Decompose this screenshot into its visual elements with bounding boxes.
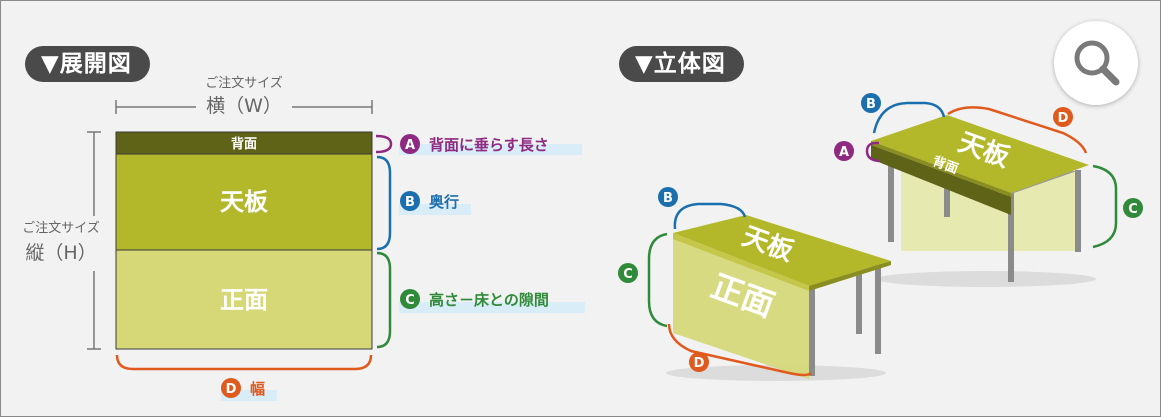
legend-d-letter: D <box>226 382 237 397</box>
bracket-a <box>375 134 393 154</box>
legend-d-badge <box>221 378 241 398</box>
iso-marker-d-front <box>689 352 709 372</box>
bracket-c <box>376 251 392 349</box>
magnifier-icon <box>1074 40 1120 86</box>
legend-a-text: 背面に垂らす長さ <box>429 136 549 154</box>
iso-bracket-d-front <box>667 323 812 377</box>
legend-c-letter: C <box>405 293 415 308</box>
legend-d-highlight <box>221 390 277 401</box>
legend-d-text: 幅 <box>250 380 265 398</box>
iso-marker-c-front <box>618 263 638 283</box>
back-view-table: 背面 天板 <box>871 115 1096 287</box>
heading-development-view: ▼展開図 <box>25 46 150 82</box>
height-label: 縦（H） <box>25 242 96 264</box>
width-dimension-line <box>115 100 373 114</box>
legend-a-badge <box>400 134 420 154</box>
iso-marker-a-letter: A <box>839 145 849 160</box>
iso-marker-a <box>834 141 854 161</box>
front-panel-label: 正面 <box>220 286 268 314</box>
iso-bracket-c-front <box>647 232 668 328</box>
iso-marker-b-back-letter: B <box>866 97 876 112</box>
iso-marker-c-back <box>1123 198 1143 218</box>
iso-marker-b-front-letter: B <box>663 191 673 206</box>
legend-a-letter: A <box>405 138 415 153</box>
back-panel-label: 背面 <box>231 136 257 152</box>
width-order-note: ご注文サイズ <box>205 75 283 91</box>
heading-isometric-view: ▼立体図 <box>619 46 744 82</box>
zoom-button[interactable] <box>1054 21 1138 105</box>
legend-c-highlight <box>399 302 585 313</box>
bracket-d <box>115 354 373 371</box>
width-label: 横（W） <box>206 95 282 117</box>
iso-bracket-b-front <box>673 202 747 230</box>
iso-marker-c-front-letter: C <box>623 267 633 282</box>
iso-marker-d-front-letter: D <box>694 356 705 371</box>
legend-b-letter: B <box>405 195 415 210</box>
legend-c-text: 高さ－床との隙間 <box>429 291 549 309</box>
iso-marker-d-back-letter: D <box>1058 111 1069 126</box>
bracket-b <box>376 155 392 251</box>
iso-marker-d-back <box>1053 107 1073 127</box>
top-panel-label: 天板 <box>220 188 269 216</box>
iso-bracket-b-back <box>872 101 946 134</box>
iso-bracket-c-back <box>1092 164 1118 249</box>
front-panel <box>115 249 373 350</box>
legend-b-highlight <box>399 204 471 215</box>
legend-b-badge <box>400 191 420 211</box>
legend-c-badge <box>400 289 420 309</box>
height-order-note: ご注文サイズ <box>22 220 100 236</box>
legend-b-text: 奥行 <box>429 193 459 211</box>
front-view-table: 天板 正面 <box>666 215 891 381</box>
iso-marker-b-front <box>658 187 678 207</box>
legend-a-highlight <box>399 144 582 155</box>
iso-marker-c-back-letter: C <box>1128 202 1138 217</box>
top-panel <box>115 153 373 251</box>
iso-marker-b-back <box>861 93 881 113</box>
iso-bracket-a <box>865 141 880 163</box>
height-dimension-line <box>87 131 101 350</box>
iso-bracket-d-back <box>947 106 1088 154</box>
